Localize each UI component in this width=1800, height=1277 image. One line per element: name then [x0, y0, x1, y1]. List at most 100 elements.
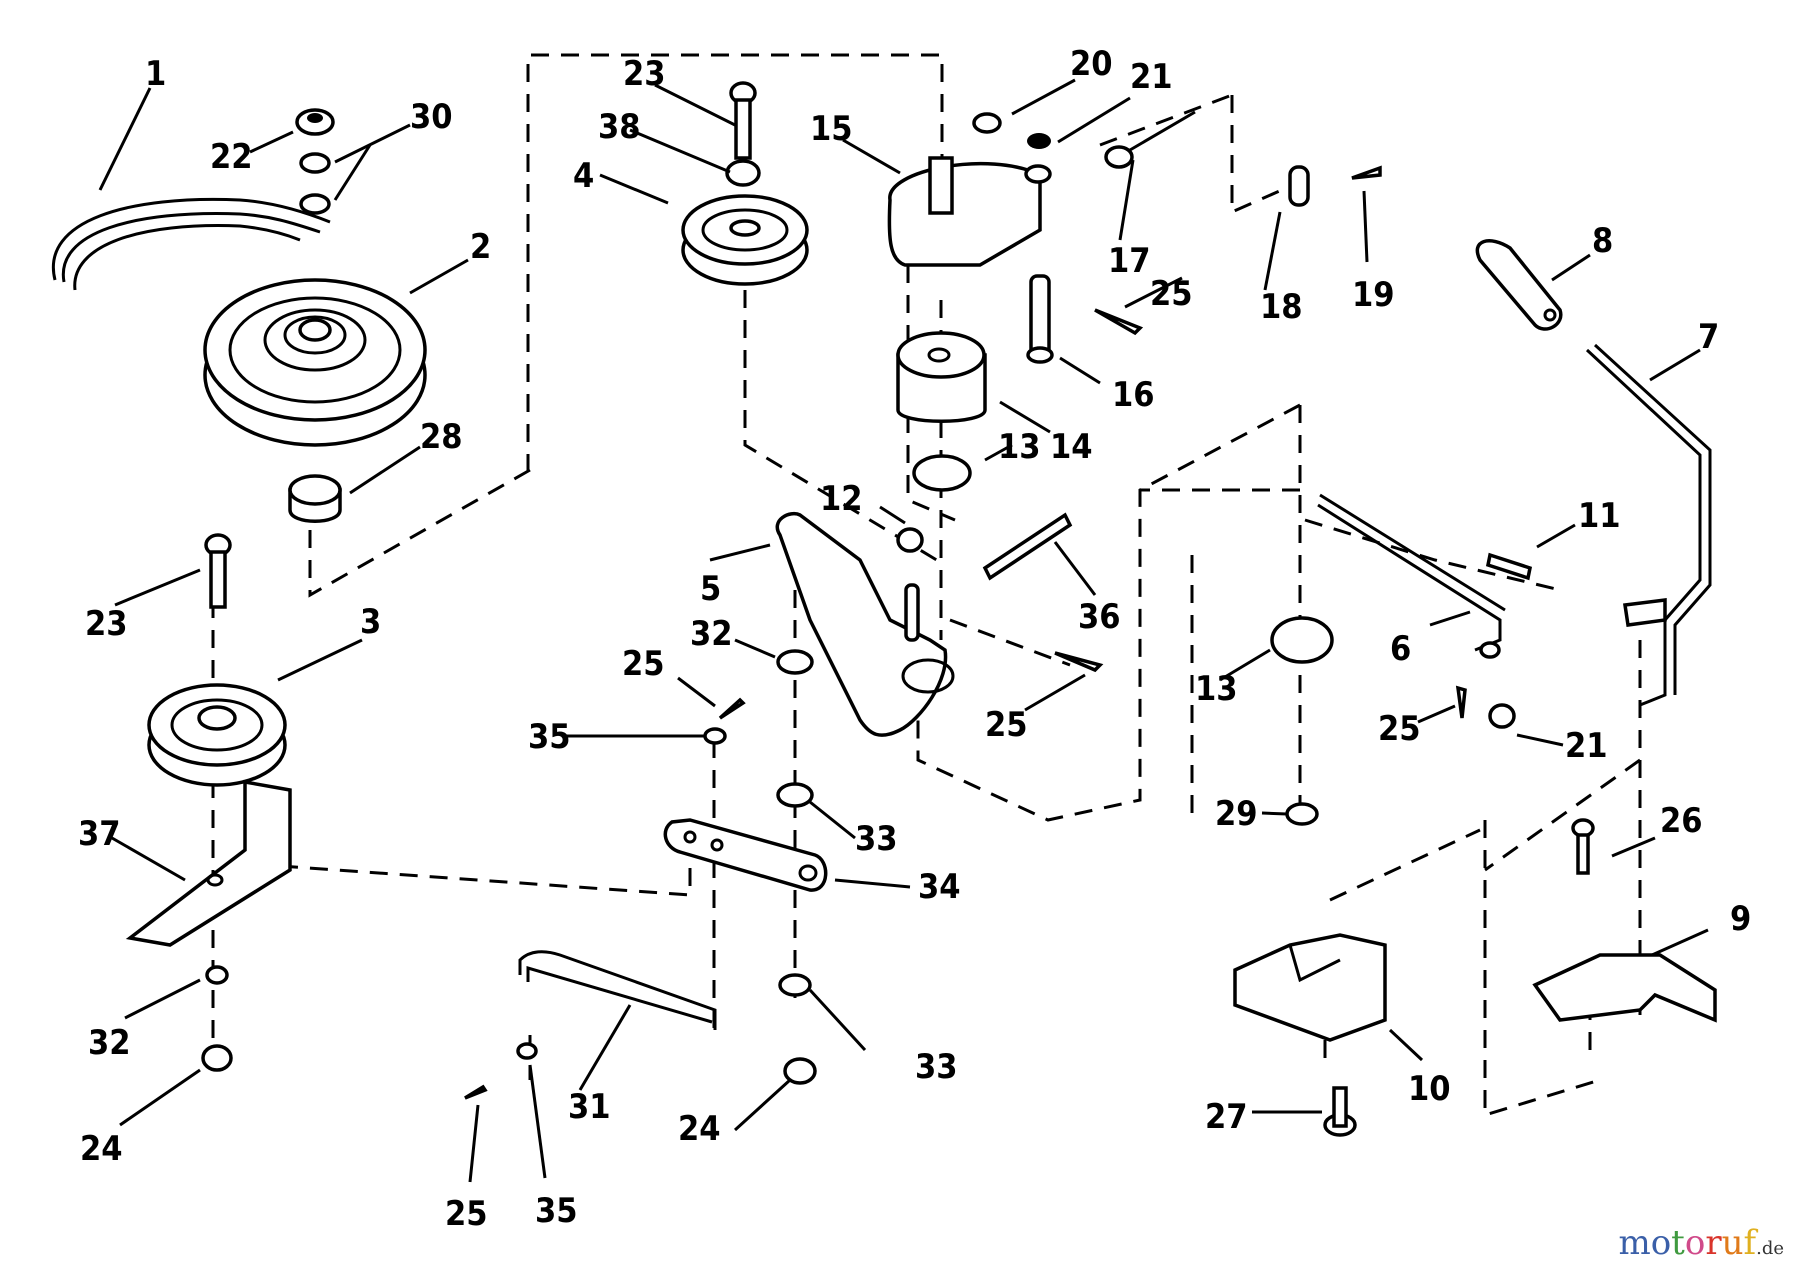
callout-3: 3 — [360, 602, 381, 642]
part-33-washer-upper — [776, 782, 814, 808]
callout-11: 11 — [1578, 496, 1621, 536]
part-22-nut — [295, 108, 335, 136]
part-31-rod — [518, 950, 717, 1030]
callout-30: 30 — [410, 97, 453, 137]
callout-29: 29 — [1215, 794, 1258, 834]
callout-10: 10 — [1408, 1069, 1451, 1109]
callout-18: 18 — [1260, 287, 1303, 327]
callout-labels: 1 2 3 4 5 6 7 8 9 10 11 12 13 13 14 15 1… — [78, 44, 1751, 1234]
part-4-pulley — [681, 194, 809, 286]
part-12-knob — [896, 527, 924, 553]
watermark-letter: m — [1618, 1223, 1651, 1263]
callout-35-lower: 35 — [535, 1191, 578, 1231]
part-32-washer-center — [776, 649, 814, 675]
callout-31: 31 — [568, 1087, 611, 1127]
callout-12: 12 — [820, 479, 863, 519]
watermark-letter: u — [1721, 1223, 1744, 1263]
callout-27: 27 — [1205, 1097, 1248, 1137]
callout-38: 38 — [598, 107, 641, 147]
callout-5: 5 — [700, 569, 721, 609]
callout-19: 19 — [1352, 275, 1395, 315]
callout-17: 17 — [1108, 241, 1151, 281]
callout-25-lower: 25 — [445, 1194, 488, 1234]
part-25-cotter-mid — [718, 697, 746, 720]
callout-2: 2 — [470, 227, 491, 267]
callout-35-center: 35 — [528, 717, 571, 757]
watermark-suffix: .de — [1756, 1238, 1784, 1259]
part-19-pin — [1351, 165, 1382, 180]
callout-9: 9 — [1730, 899, 1751, 939]
part-14-roller — [896, 331, 987, 423]
part-28-spacer — [288, 474, 342, 523]
part-1-belt — [51, 197, 331, 291]
part-33-washer-lower — [778, 973, 812, 997]
callout-28: 28 — [420, 417, 463, 457]
part-9-bracket — [1532, 953, 1717, 1023]
callout-13-lower: 13 — [1195, 669, 1238, 709]
watermark-letter: o — [1684, 1223, 1706, 1263]
part-23-bolt-left — [204, 533, 232, 609]
part-6-rod — [1317, 493, 1506, 659]
part-26-screw — [1571, 818, 1595, 875]
callout-14: 14 — [1050, 427, 1093, 467]
part-21-cap-top — [1027, 133, 1051, 149]
callout-7: 7 — [1698, 317, 1719, 357]
part-21-washer — [1488, 703, 1516, 729]
part-25-cotter-top — [1094, 308, 1144, 336]
part-24-nut-center — [783, 1057, 817, 1085]
part-5-plate — [775, 512, 955, 737]
watermark-letter: o — [1650, 1223, 1672, 1263]
watermark-letter: t — [1671, 1223, 1685, 1263]
callout-1: 1 — [145, 54, 166, 94]
part-8-handle — [1475, 239, 1563, 331]
callout-15: 15 — [810, 109, 853, 149]
callout-8: 8 — [1592, 221, 1613, 261]
callout-23-center: 23 — [623, 54, 666, 94]
part-7-lever — [1585, 343, 1712, 707]
callout-32-center: 32 — [690, 614, 733, 654]
callout-20: 20 — [1070, 44, 1113, 84]
part-18-ferrule — [1288, 165, 1310, 207]
callout-21-lower: 21 — [1565, 726, 1608, 766]
watermark-letter: r — [1705, 1223, 1722, 1263]
callout-24-left: 24 — [80, 1129, 123, 1169]
part-16-pin — [1026, 274, 1054, 364]
part-36-spring — [982, 512, 1073, 581]
callout-37: 37 — [78, 814, 121, 854]
callout-23-left: 23 — [85, 604, 128, 644]
part-3-pulley — [147, 683, 287, 787]
callout-4: 4 — [573, 156, 594, 196]
part-25-cotter-lower — [464, 1084, 488, 1100]
part-24-nut-left — [201, 1044, 233, 1072]
leader-lines — [98, 78, 1709, 1183]
part-11-spring — [1485, 552, 1533, 581]
part-23-bolt-center — [729, 81, 757, 160]
part-32-washer-left — [205, 965, 229, 985]
part-13-clip-lower — [1270, 616, 1334, 664]
callout-25-plate: 25 — [985, 705, 1028, 745]
callout-25-top: 25 — [1150, 274, 1193, 314]
callout-24-center: 24 — [678, 1109, 721, 1149]
part-30-washers — [299, 152, 331, 215]
callout-33-lower: 33 — [915, 1047, 958, 1087]
part-15-idler-arm — [887, 156, 1052, 267]
part-17-eyebolt — [1104, 110, 1196, 169]
callout-16: 16 — [1112, 375, 1155, 415]
part-35-clip-center — [703, 727, 727, 745]
part-34-link — [663, 818, 828, 892]
part-10-bracket — [1233, 933, 1387, 1042]
callout-22: 22 — [210, 137, 253, 177]
part-25-cotter-right — [1455, 685, 1467, 719]
callout-26: 26 — [1660, 801, 1703, 841]
callout-13-top: 13 — [998, 427, 1041, 467]
part-29-nut — [1285, 802, 1319, 826]
part-35-clip-lower — [516, 1042, 538, 1060]
part-20-cap — [972, 112, 1002, 134]
callout-33-upper: 33 — [855, 819, 898, 859]
part-25-cotter-plate — [1054, 651, 1104, 673]
part-27-screw — [1323, 1086, 1357, 1137]
callout-32-left: 32 — [88, 1023, 131, 1063]
callout-25-right: 25 — [1378, 709, 1421, 749]
callout-6: 6 — [1390, 629, 1411, 669]
